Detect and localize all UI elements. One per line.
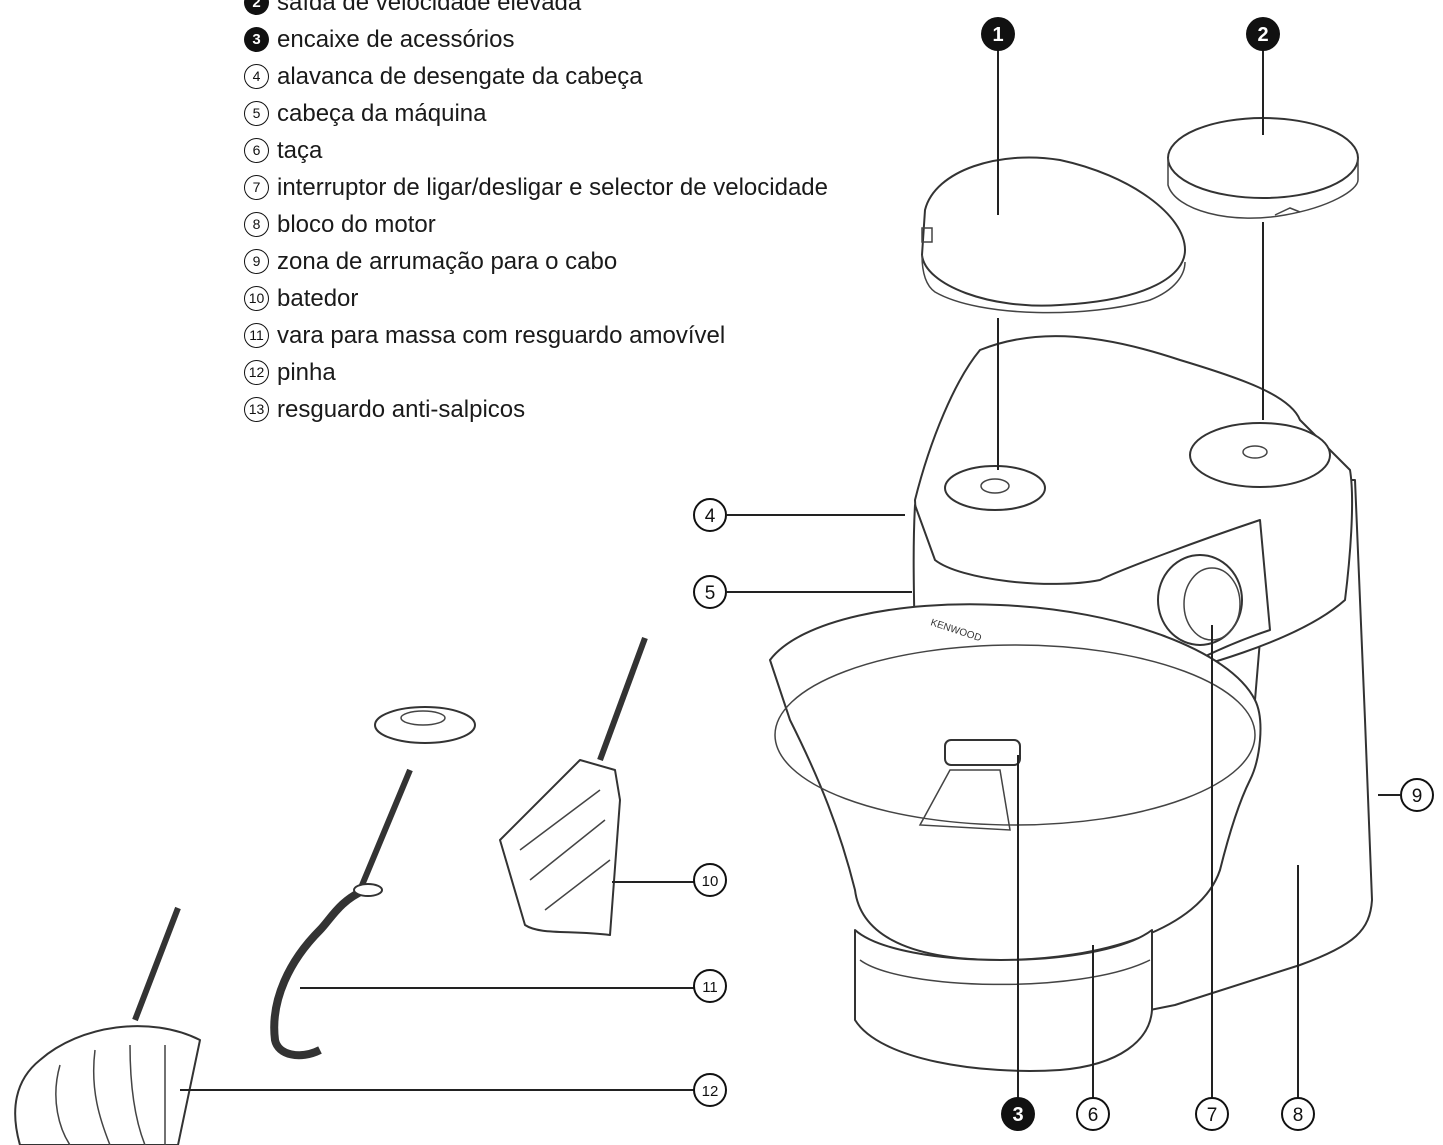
callout-4-label: 4 <box>705 506 716 527</box>
splash-guard-disc <box>374 706 476 744</box>
legend-marker-13: 13 <box>244 397 269 422</box>
outlet-cover-1 <box>921 156 1186 314</box>
legend-marker-6: 6 <box>244 138 269 163</box>
legend-text-10: batedor <box>277 285 359 312</box>
legend-marker-4: 4 <box>244 64 269 89</box>
callout-2-label: 2 <box>1257 24 1268 46</box>
legend-text-13: resguardo anti-salpicos <box>277 396 526 423</box>
legend-item-9: 9 zona de arrumação para o cabo <box>244 243 828 280</box>
legend-text-12: pinha <box>277 359 336 386</box>
legend-item-4: 4 alavanca de desengate da cabeça <box>244 58 828 95</box>
mixer-body <box>769 335 1373 1072</box>
callout-4: 4 <box>693 498 727 532</box>
legend-marker-9: 9 <box>244 249 269 274</box>
legend-text-5: cabeça da máquina <box>277 100 487 127</box>
callout-9-label: 9 <box>1412 786 1423 807</box>
legend-marker-7: 7 <box>244 175 269 200</box>
legend-item-10: 10 batedor <box>244 280 828 317</box>
legend-item-8: 8 bloco do motor <box>244 206 828 243</box>
legend-marker-10: 10 <box>244 286 269 311</box>
legend-item-5: 5 cabeça da máquina <box>244 95 828 132</box>
callout-6-label: 6 <box>1088 1105 1099 1126</box>
callout-10: 10 <box>693 863 727 897</box>
legend-item-6: 6 taça <box>244 132 828 169</box>
callout-8: 8 <box>1281 1097 1315 1131</box>
legend-item-11: 11 vara para massa com resguardo amovível <box>244 317 828 354</box>
dough-hook <box>270 768 413 1060</box>
legend-text-6: taça <box>277 137 323 164</box>
callout-5: 5 <box>693 575 727 609</box>
legend-text-7: interruptor de ligar/desligar e selector… <box>277 174 828 201</box>
callout-1-label: 1 <box>992 24 1003 46</box>
callout-11: 11 <box>693 969 727 1003</box>
legend-item-12: 12 pinha <box>244 354 828 391</box>
callout-3-label: 3 <box>1012 1104 1023 1126</box>
legend-text-4: alavanca de desengate da cabeça <box>277 63 643 90</box>
balloon-whisk <box>14 906 201 1145</box>
legend-text-11: vara para massa com resguardo amovível <box>277 322 726 349</box>
callout-2: 2 <box>1246 17 1280 51</box>
callout-7: 7 <box>1195 1097 1229 1131</box>
callout-7-label: 7 <box>1207 1105 1218 1126</box>
legend-item-2: 2 saída de velocidade elevada <box>244 0 828 21</box>
parts-legend: 2 saída de velocidade elevada 3 encaixe de… <box>244 0 828 428</box>
callout-11-label: 11 <box>702 979 718 996</box>
callout-6: 6 <box>1076 1097 1110 1131</box>
callout-1: 1 <box>981 17 1015 51</box>
legend-item-13: 13 resguardo anti-salpicos <box>244 391 828 428</box>
callout-12: 12 <box>693 1073 727 1107</box>
legend-marker-2: 2 <box>244 0 269 15</box>
legend-item-3: 3 encaixe de acessórios <box>244 21 828 58</box>
legend-text-8: bloco do motor <box>277 211 436 238</box>
callout-10-label: 10 <box>702 873 719 890</box>
legend-text-3: encaixe de acessórios <box>277 26 515 53</box>
callout-8-label: 8 <box>1293 1105 1304 1126</box>
flat-beater <box>499 636 648 936</box>
legend-text-9: zona de arrumação para o cabo <box>277 248 618 275</box>
callout-9: 9 <box>1400 778 1434 812</box>
legend-marker-12: 12 <box>244 360 269 385</box>
legend-text-2: saída de velocidade elevada <box>277 0 582 16</box>
legend-marker-5: 5 <box>244 101 269 126</box>
legend-marker-11: 11 <box>244 323 269 348</box>
legend-marker-8: 8 <box>244 212 269 237</box>
callout-12-label: 12 <box>702 1083 719 1100</box>
callout-3: 3 <box>1001 1097 1035 1131</box>
legend-item-7: 7 interruptor de ligar/desligar e selecto… <box>244 169 828 206</box>
legend-marker-3: 3 <box>244 27 269 52</box>
callout-5-label: 5 <box>705 583 716 604</box>
